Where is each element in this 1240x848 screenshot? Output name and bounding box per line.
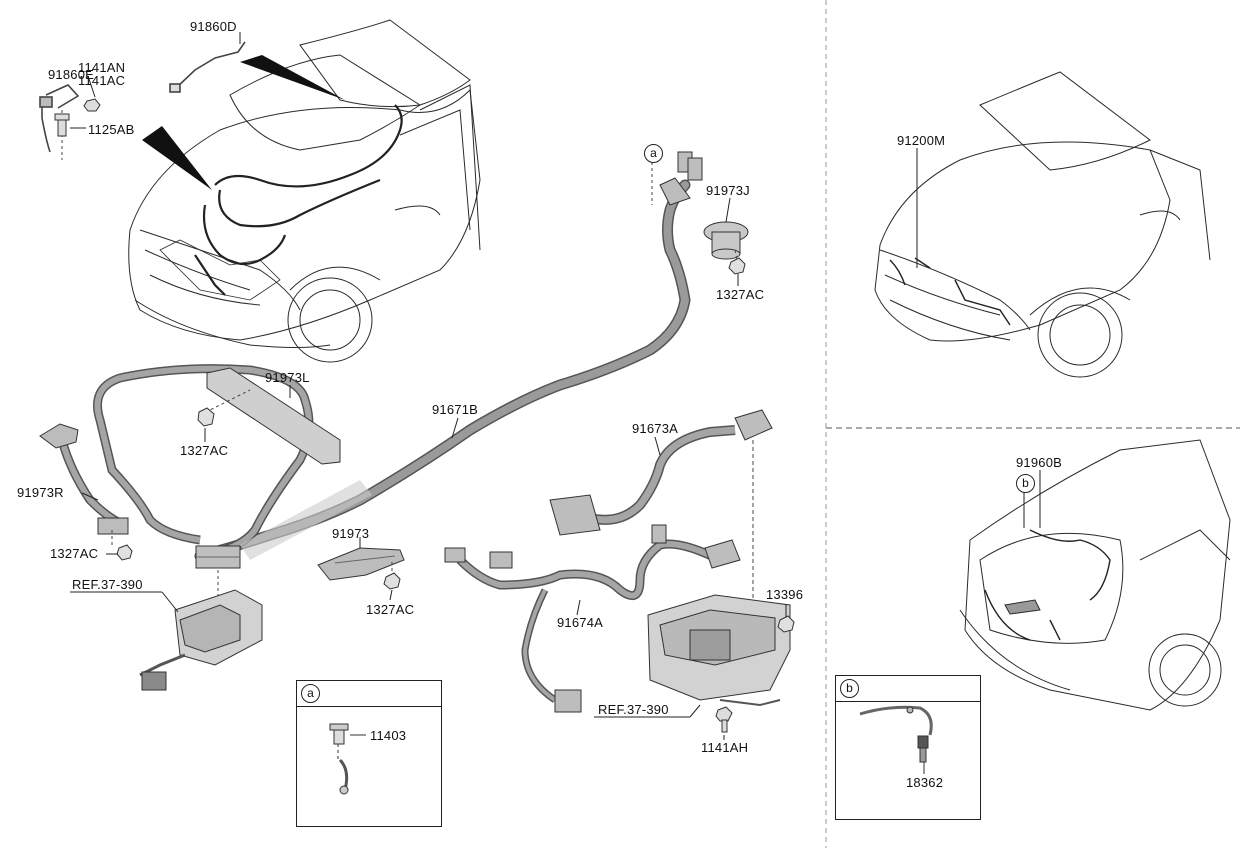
bolt-1125AB (54, 113, 70, 137)
label-91200M: 91200M (897, 133, 946, 148)
label-91860E: 91860E (48, 67, 95, 82)
cover-91973L (206, 367, 341, 465)
obc-unit-left (139, 589, 263, 691)
label-91973J: 91973J (706, 183, 750, 198)
bolt-1141AC (83, 98, 101, 112)
label-1327AC-c: 1327AC (366, 602, 415, 617)
front-car-illustration (128, 19, 481, 363)
pointer-wedge-1125AB (142, 126, 212, 190)
label-91973: 91973 (332, 526, 370, 541)
harness-91673A (588, 425, 736, 525)
pointer-wedge-91860D (240, 55, 345, 100)
front-harness-right (889, 257, 1011, 326)
label-ref-37-390-left: REF.37-390 (72, 577, 143, 592)
connectors-91674A (444, 524, 741, 713)
leader-lines (81, 197, 731, 616)
front-harness-on-car (194, 104, 403, 296)
obc-unit-right (647, 594, 791, 707)
nut-13396 (777, 615, 795, 633)
nut-1327AC-d (728, 257, 746, 275)
label-11403: 11403 (370, 728, 407, 743)
nut-1327AC-a (197, 407, 215, 427)
harness-91973L (93, 364, 314, 560)
inset-b-artwork (859, 705, 933, 774)
label-91973R: 91973R (17, 485, 64, 500)
rear-car-right (959, 439, 1231, 711)
harness-shadow-band (240, 480, 372, 560)
label-1327AC-d: 1327AC (716, 287, 765, 302)
callout-b-rear-car: b (1016, 474, 1035, 493)
junction-block (195, 545, 241, 569)
connector-91673A (549, 409, 773, 536)
label-1125AB: 1125AB (88, 122, 135, 137)
harness-91973R (57, 438, 127, 530)
label-91860D: 91860D (190, 19, 237, 34)
label-91960B: 91960B (1016, 455, 1063, 470)
label-18362: 18362 (906, 775, 944, 790)
inset-box-a-header (297, 681, 441, 707)
label-1141AN: 1141AN (78, 60, 126, 75)
inset-box-b-header (836, 676, 980, 702)
inset-box-a: a (296, 680, 442, 827)
label-13396: 13396 (766, 587, 804, 602)
label-91673A: 91673A (632, 421, 679, 436)
label-91973L: 91973L (265, 370, 310, 385)
label-1141AH: 1141AH (701, 740, 749, 755)
label-ref-37-390-right: REF.37-390 (598, 702, 669, 717)
part-91860E (39, 84, 80, 153)
bracket-91973R (39, 423, 129, 535)
nut-1327AC-b (116, 544, 133, 561)
rear-harness-right (984, 529, 1111, 641)
inset-box-b: b (835, 675, 981, 820)
grommet-91973J (703, 221, 749, 260)
connector-91671B-top (659, 151, 703, 206)
callout-a-top: a (644, 144, 663, 163)
harness-91674A (456, 539, 723, 703)
part-91860D (169, 41, 246, 93)
label-91674A: 91674A (557, 615, 604, 630)
front-car-right (874, 71, 1211, 378)
inset-a-callout: a (301, 684, 320, 703)
inset-a-artwork (329, 723, 366, 795)
nut-1327AC-c (383, 572, 401, 590)
label-1141AC: 1141AC (78, 73, 126, 88)
label-1327AC-a: 1327AC (180, 443, 229, 458)
bolt-1141AH (715, 706, 733, 733)
inset-b-callout: b (840, 679, 859, 698)
label-91671B: 91671B (432, 402, 479, 417)
label-1327AC-b: 1327AC (50, 546, 99, 561)
